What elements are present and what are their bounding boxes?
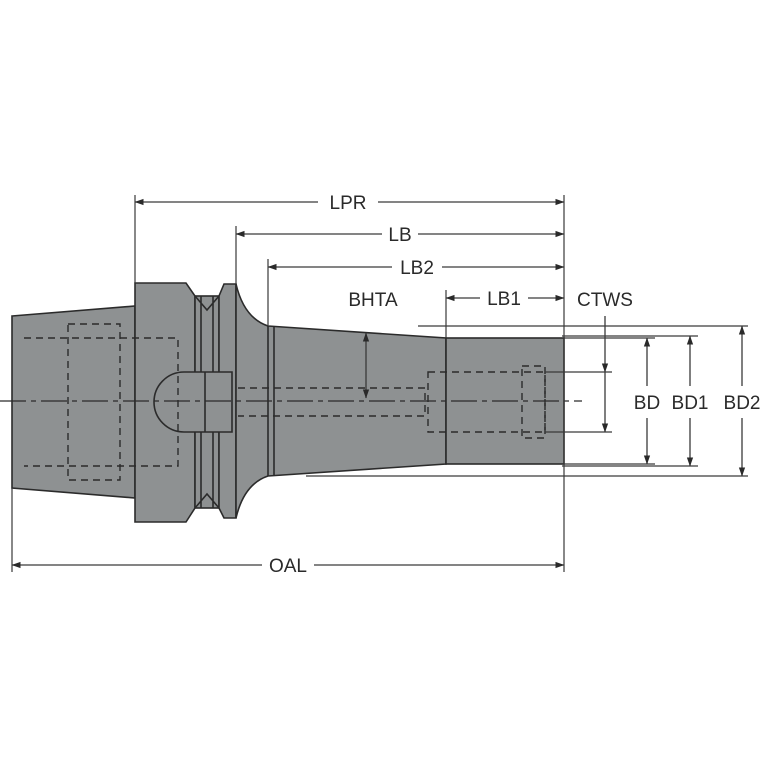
hidden-bore-shank-inner: [67, 323, 121, 481]
label-bd1: BD1: [672, 393, 709, 414]
label-ctws: CTWS: [577, 290, 633, 311]
label-lb: LB: [388, 225, 411, 246]
label-bd2: BD2: [724, 393, 761, 414]
hidden-bore-shank: [24, 337, 179, 467]
label-lpr: LPR: [330, 193, 367, 214]
dimension-bd: BD: [634, 337, 660, 465]
taper-shank: [11, 305, 136, 499]
dimension-lpr: LPR: [134, 193, 565, 214]
dimension-bd1: BD1: [672, 335, 709, 467]
label-bd: BD: [634, 393, 660, 414]
label-lb1: LB1: [487, 289, 521, 310]
drawbar-head: [153, 371, 233, 433]
label-lb2: LB2: [400, 258, 434, 279]
dimension-lb1: LB1: [445, 289, 565, 310]
hidden-bore-front-inner: [521, 365, 546, 439]
tool-body: [0, 282, 582, 523]
label-bhta: BHTA: [348, 290, 398, 311]
dimension-oal: OAL: [11, 556, 565, 577]
extension-lines: [11, 195, 748, 572]
label-oal: OAL: [269, 556, 307, 577]
dimension-lb: LB: [235, 225, 565, 246]
hidden-bore-front: [427, 371, 546, 433]
dimension-bhta: BHTA: [348, 290, 398, 399]
dimension-lb2: LB2: [267, 258, 565, 279]
dimension-ctws: CTWS: [545, 290, 633, 433]
dimension-bd2: BD2: [724, 325, 761, 477]
